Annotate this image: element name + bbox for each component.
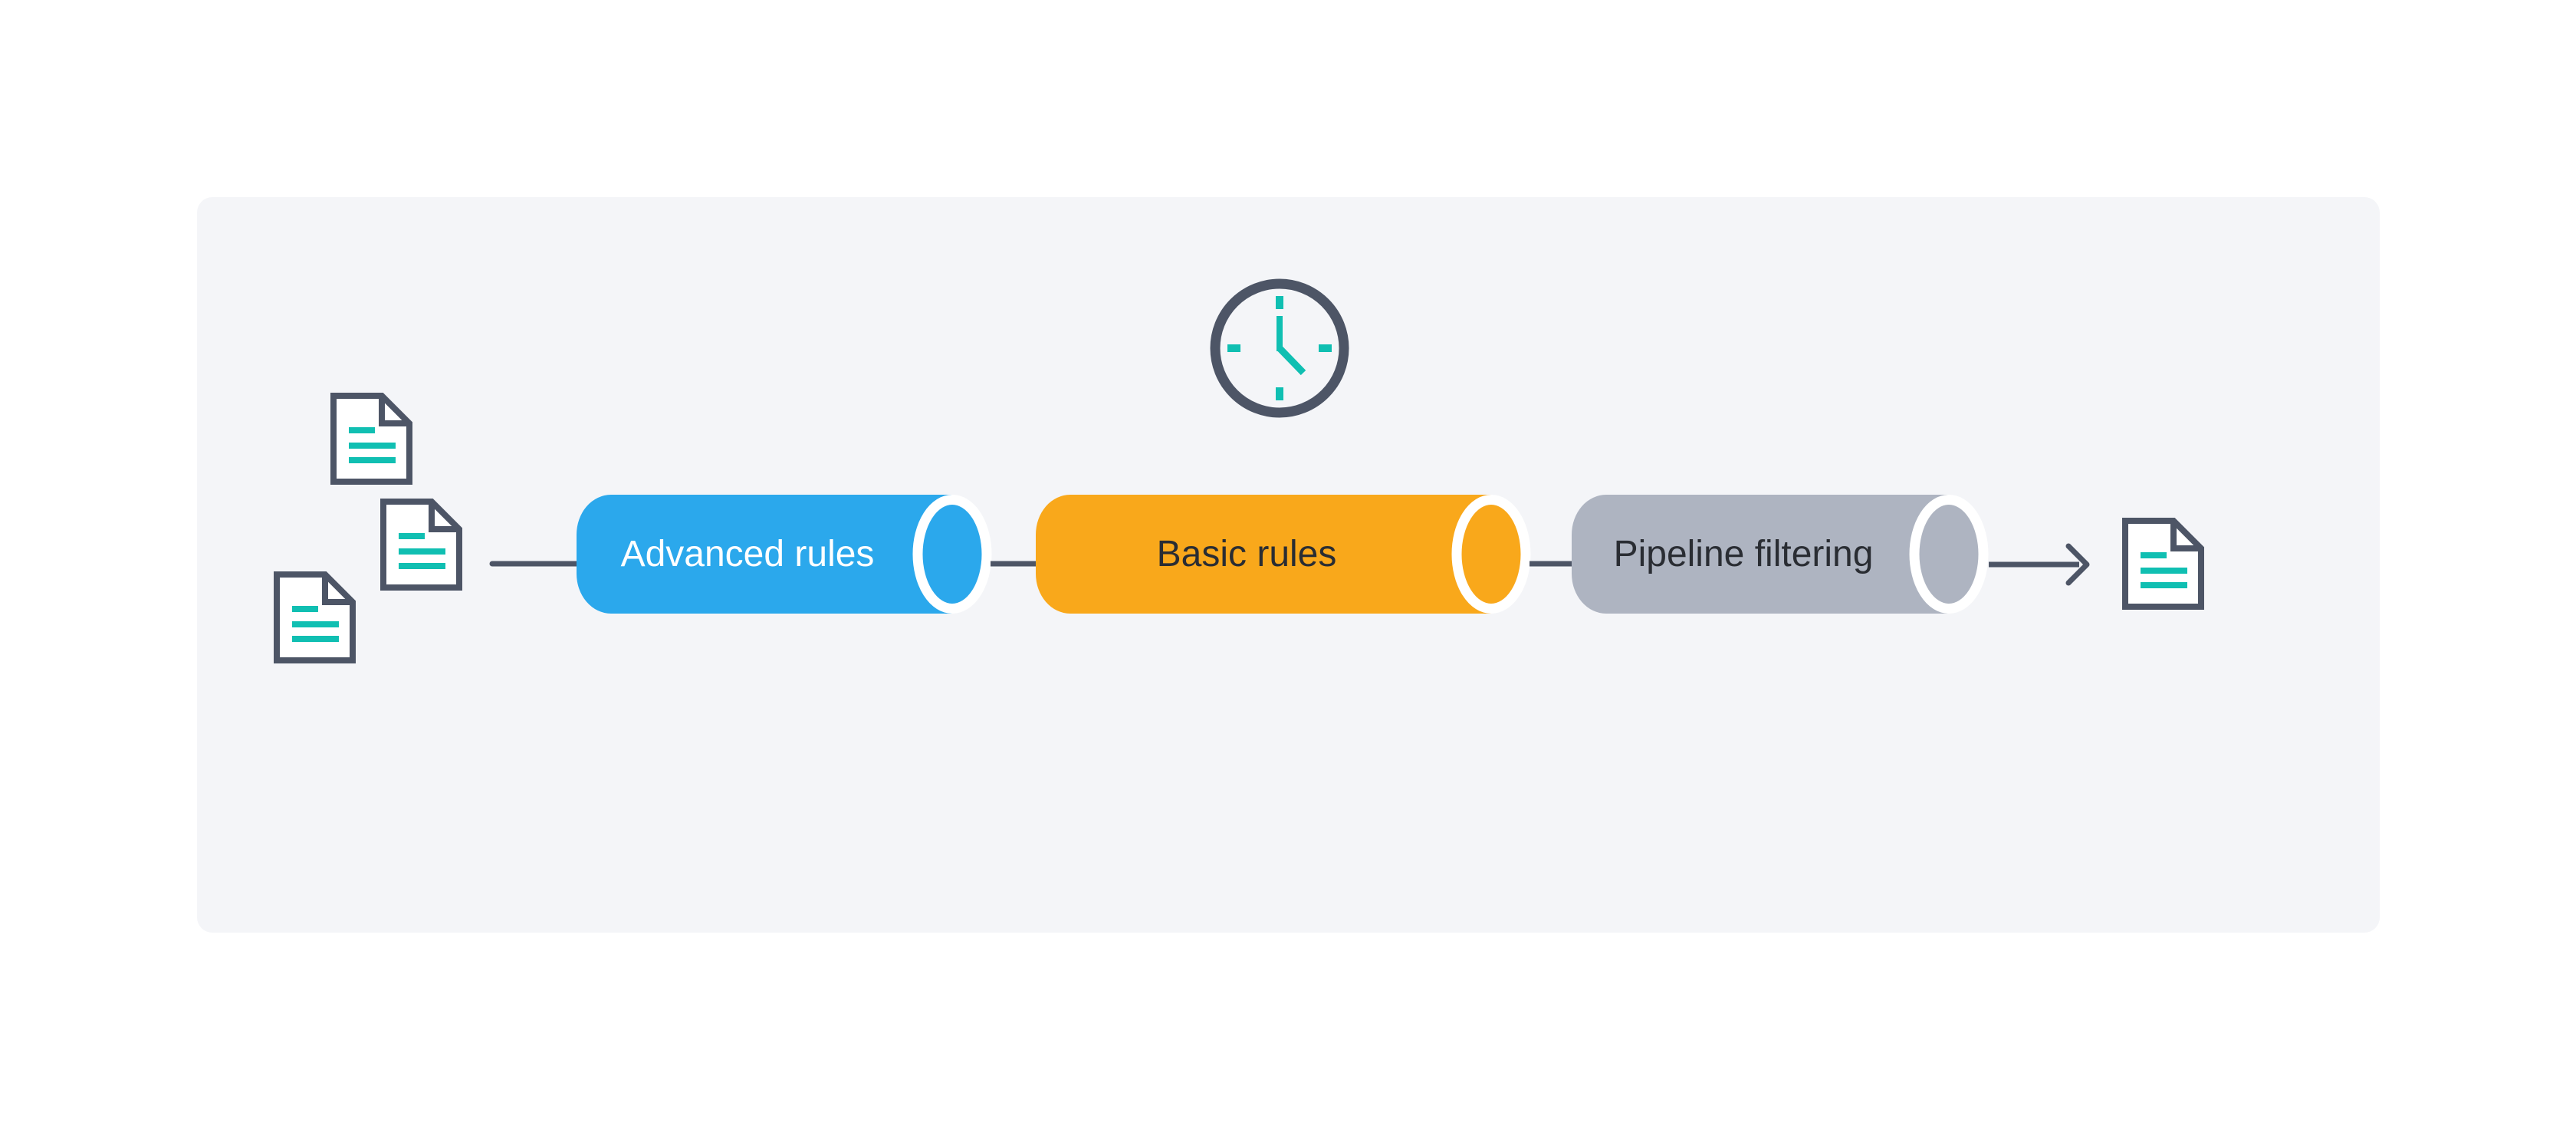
arrow-right-icon bbox=[1989, 543, 2090, 586]
document-icon bbox=[277, 574, 353, 660]
pipe-body bbox=[577, 495, 952, 614]
pipe-advanced-rules bbox=[577, 495, 992, 614]
pipe-cap bbox=[1451, 495, 1531, 614]
clock-minute-hand bbox=[1276, 316, 1283, 351]
pipe-body bbox=[1572, 495, 1949, 614]
document-icon bbox=[2125, 521, 2201, 607]
pipe-cap bbox=[912, 495, 992, 614]
pipe-body bbox=[1036, 495, 1491, 614]
document-icon bbox=[383, 502, 459, 588]
document-icon bbox=[334, 396, 409, 482]
input-documents bbox=[277, 396, 459, 660]
clock-icon bbox=[1210, 278, 1349, 418]
pipe-cap bbox=[1909, 495, 1989, 614]
pipe-pipeline-filtering bbox=[1572, 495, 1989, 614]
clock-hour-hand bbox=[1276, 345, 1306, 376]
pipe-basic-rules bbox=[1036, 495, 1531, 614]
